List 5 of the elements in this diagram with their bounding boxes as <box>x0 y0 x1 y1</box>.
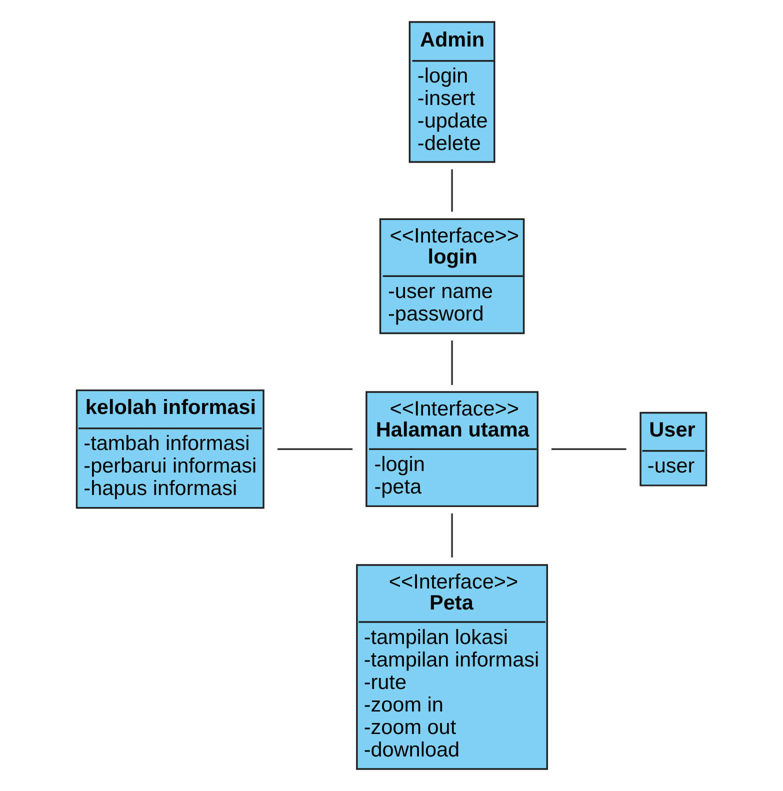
connector <box>551 448 626 450</box>
connector <box>278 448 352 450</box>
connector <box>451 340 453 386</box>
connector <box>451 513 453 558</box>
connector <box>451 169 453 212</box>
